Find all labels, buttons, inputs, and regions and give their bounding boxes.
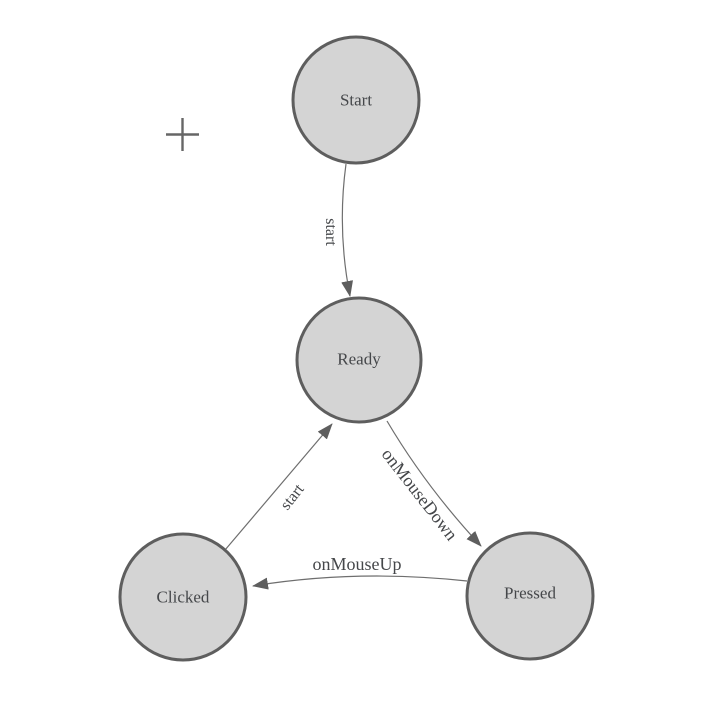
edge-line-ready-pressed[interactable] — [386, 420, 482, 547]
edge-label-clicked-ready: start — [277, 481, 308, 514]
state-node-clicked[interactable]: Clicked — [118, 532, 248, 662]
state-node-start[interactable]: Start — [291, 35, 421, 165]
edge-label-ready-pressed: onMouseDown — [378, 444, 462, 544]
edge-line-pressed-clicked[interactable] — [252, 575, 468, 590]
state-circle-start[interactable] — [291, 35, 421, 165]
transition-edge-start-ready[interactable]: start — [322, 163, 353, 297]
nodes-layer: Start Ready Clicked Pressed — [118, 35, 595, 662]
state-circle-clicked[interactable] — [118, 532, 248, 662]
transition-edge-pressed-clicked[interactable]: onMouseUp — [252, 554, 468, 590]
transition-edge-ready-pressed[interactable]: onMouseDown — [378, 420, 482, 547]
edge-label-pressed-clicked: onMouseUp — [313, 554, 402, 574]
state-node-ready[interactable]: Ready — [295, 296, 423, 424]
edge-label-start-ready: start — [322, 218, 339, 246]
transition-edge-clicked-ready[interactable]: start — [224, 423, 333, 551]
state-circle-ready[interactable] — [295, 296, 423, 424]
plus-cross-icon — [166, 118, 199, 151]
state-circle-pressed[interactable] — [465, 531, 595, 661]
state-node-pressed[interactable]: Pressed — [465, 531, 595, 661]
edge-line-start-ready[interactable] — [341, 163, 353, 297]
edge-line-clicked-ready[interactable] — [224, 423, 333, 551]
